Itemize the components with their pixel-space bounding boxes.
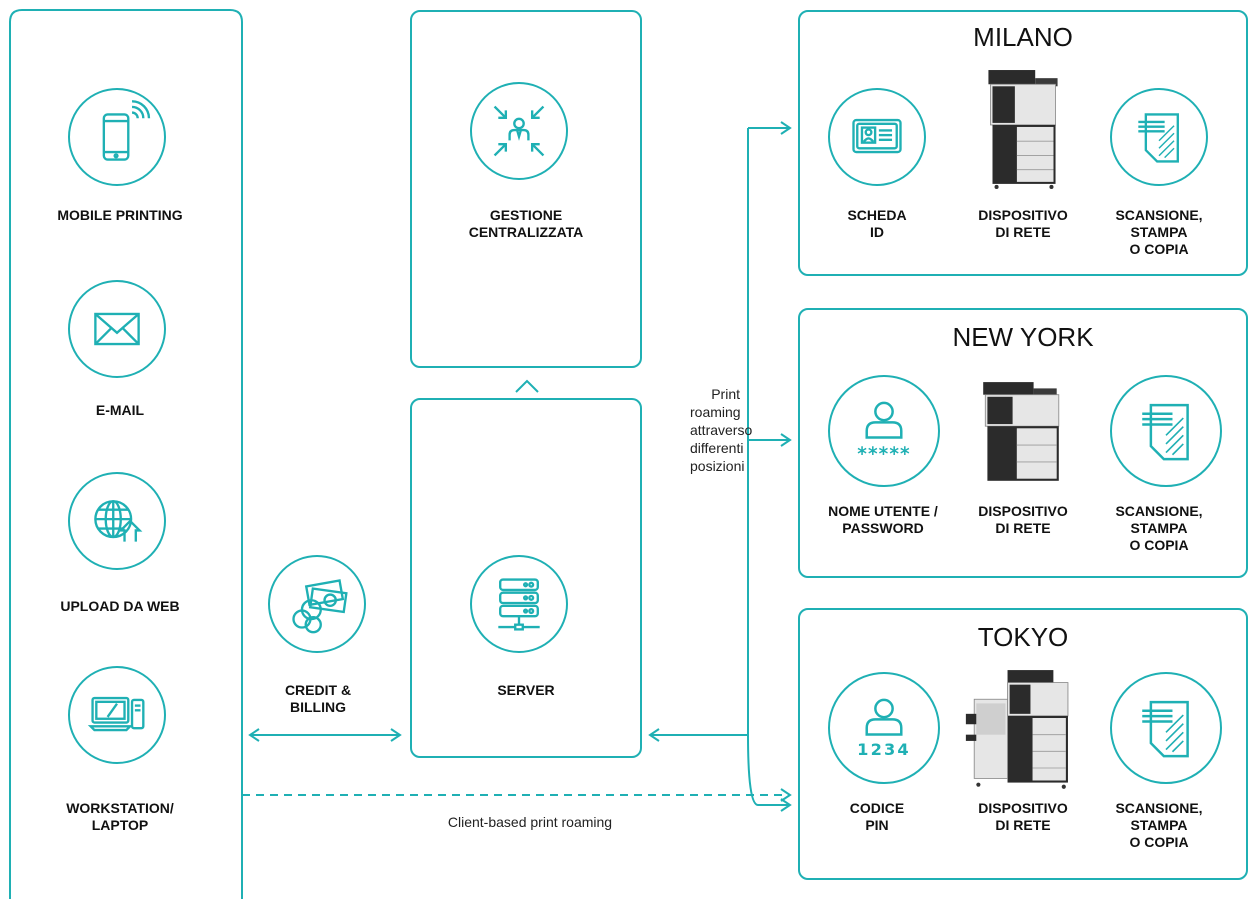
- client-roaming-note: Client-based print roaming: [447, 814, 613, 830]
- document-icon: [1142, 403, 1189, 461]
- user-password-circle[interactable]: *****: [828, 375, 940, 487]
- server-circle[interactable]: [470, 555, 568, 653]
- document-circle-milano[interactable]: [1110, 88, 1208, 186]
- location-box-tokyo: [798, 608, 1248, 880]
- central-management-box: [410, 10, 642, 368]
- credit-billing-label: CREDIT & BILLING: [284, 682, 352, 715]
- web-upload-circle[interactable]: [68, 472, 166, 570]
- smartphone-icon: [102, 100, 151, 161]
- document-circle-tokyo[interactable]: [1110, 672, 1222, 784]
- document-icon: [1142, 700, 1189, 758]
- printer-icon: [965, 670, 1069, 789]
- left-column-box: [9, 9, 243, 899]
- id-card-icon: [852, 118, 902, 154]
- money-coins-icon: [292, 579, 348, 634]
- printer-icon: [983, 382, 1060, 481]
- email-circle[interactable]: [68, 280, 166, 378]
- workstation-label: WORKSTATION/ LAPTOP: [66, 800, 174, 833]
- city-title-milano: MILANO: [973, 22, 1073, 52]
- document-circle-new-york[interactable]: [1110, 375, 1222, 487]
- roaming-bottom-elbow: [747, 734, 759, 806]
- server-box: [410, 398, 642, 758]
- password-code: *****: [857, 444, 910, 465]
- auth-label-new-york: NOME UTENTE /PASSWORD: [828, 503, 938, 536]
- web-upload-label: UPLOAD DA WEB: [60, 598, 180, 614]
- credit-billing-circle[interactable]: [268, 555, 366, 653]
- central-management-circle[interactable]: [470, 82, 568, 180]
- user-pin-circle[interactable]: 1234: [828, 672, 940, 784]
- mobile-printing-circle[interactable]: [68, 88, 166, 186]
- user-password-icon: *****: [857, 401, 910, 465]
- mobile-printing-label: MOBILE PRINTING: [57, 207, 183, 223]
- central-management-label: GESTIONE CENTRALIZZATA: [468, 207, 584, 240]
- location-box-new-york: [798, 308, 1248, 578]
- centralized-user-icon: [493, 105, 545, 157]
- globe-upload-icon: [94, 500, 143, 542]
- user-pin-icon: 1234: [857, 698, 911, 759]
- workstation-circle[interactable]: [68, 666, 166, 764]
- city-title-tokyo: TOKYO: [977, 622, 1069, 652]
- server-icon: [498, 578, 540, 631]
- printer-icon: [988, 70, 1058, 189]
- pin-code: 1234: [857, 740, 911, 759]
- location-box-milano: [798, 10, 1248, 276]
- workstation-icon: [87, 696, 145, 732]
- city-title-new-york: NEW YORK: [952, 322, 1094, 352]
- id-card-circle[interactable]: [828, 88, 926, 186]
- document-icon: [1138, 113, 1179, 163]
- envelope-icon: [94, 312, 140, 346]
- server-to-management-chevron: [515, 379, 539, 393]
- email-label: E-MAIL: [95, 402, 145, 418]
- server-label: SERVER: [497, 682, 555, 698]
- print-roaming-note: Print roaming attraverso differenti posi…: [690, 386, 753, 474]
